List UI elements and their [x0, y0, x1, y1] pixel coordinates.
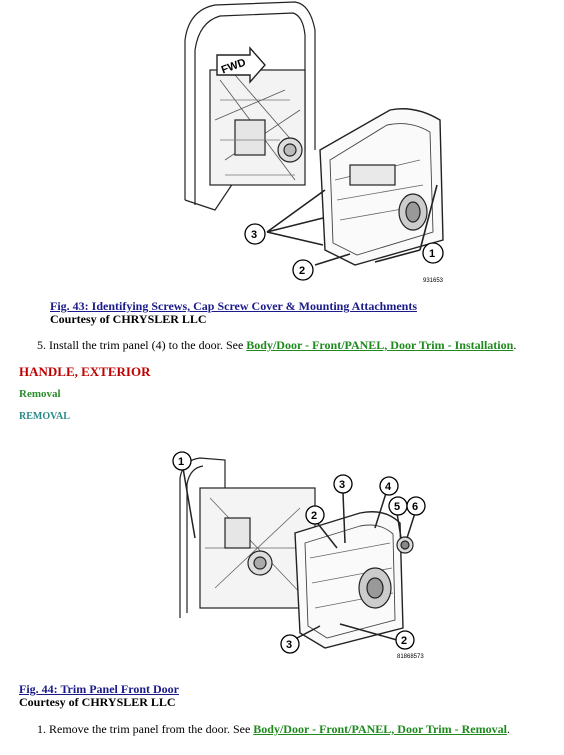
- step-5-text: 5. Install the trim panel (4) to the doo…: [37, 338, 247, 352]
- svg-text:3: 3: [286, 639, 292, 651]
- svg-text:1: 1: [429, 248, 435, 260]
- section-subheading-removal: Removal: [19, 388, 61, 400]
- callout-6: 6: [406, 496, 426, 516]
- figure-44-caption[interactable]: Fig. 44: Trim Panel Front Door: [19, 682, 179, 696]
- section-heading: HANDLE, EXTERIOR: [19, 364, 151, 379]
- step-5-end: .: [513, 338, 517, 352]
- callout-5: 5: [388, 496, 408, 516]
- figure-43-illustration: FWD 3 2 1 931653: [175, 0, 455, 290]
- step-1-text: 1. Remove the trim panel from the door. …: [37, 722, 254, 736]
- svg-text:1: 1: [178, 456, 184, 468]
- svg-text:2: 2: [311, 510, 317, 522]
- figure-44-courtesy: Courtesy of CHRYSLER LLC: [19, 695, 176, 709]
- step-1: 1. Remove the trim panel from the door. …: [37, 722, 510, 737]
- step-5-link[interactable]: Body/Door - Front/PANEL, Door Trim - Ins…: [246, 338, 514, 352]
- section-subheading-removal-caps: REMOVAL: [19, 411, 70, 422]
- callout-1: 1: [172, 451, 192, 471]
- figure-44-illustration: 1 2 3 4 5 6 3 2 81868573: [165, 448, 435, 670]
- callout-3: 3: [333, 474, 353, 494]
- callout-4: 4: [379, 476, 399, 496]
- svg-text:4: 4: [385, 481, 392, 493]
- step-1-end: .: [506, 722, 510, 736]
- step-1-link[interactable]: Body/Door - Front/PANEL, Door Trim - Rem…: [253, 722, 507, 736]
- step-5: 5. Install the trim panel (4) to the doo…: [37, 338, 516, 353]
- svg-text:6: 6: [412, 501, 418, 513]
- callout-2-lower: 2: [395, 630, 415, 650]
- callout-2: 2: [292, 259, 314, 281]
- svg-text:2: 2: [401, 635, 407, 647]
- svg-text:3: 3: [251, 229, 257, 241]
- svg-text:2: 2: [299, 265, 305, 277]
- callout-3-lower: 3: [280, 634, 300, 654]
- svg-text:3: 3: [339, 479, 345, 491]
- figure-id: 81868573: [397, 654, 424, 660]
- callout-1: 1: [422, 242, 444, 264]
- figure-43-courtesy: Courtesy of CHRYSLER LLC: [50, 312, 207, 326]
- figure-43-caption[interactable]: Fig. 43: Identifying Screws, Cap Screw C…: [50, 299, 417, 313]
- callout-3: 3: [244, 223, 266, 245]
- figure-id: 931653: [423, 278, 444, 284]
- callout-2: 2: [305, 505, 325, 525]
- svg-text:5: 5: [394, 501, 400, 513]
